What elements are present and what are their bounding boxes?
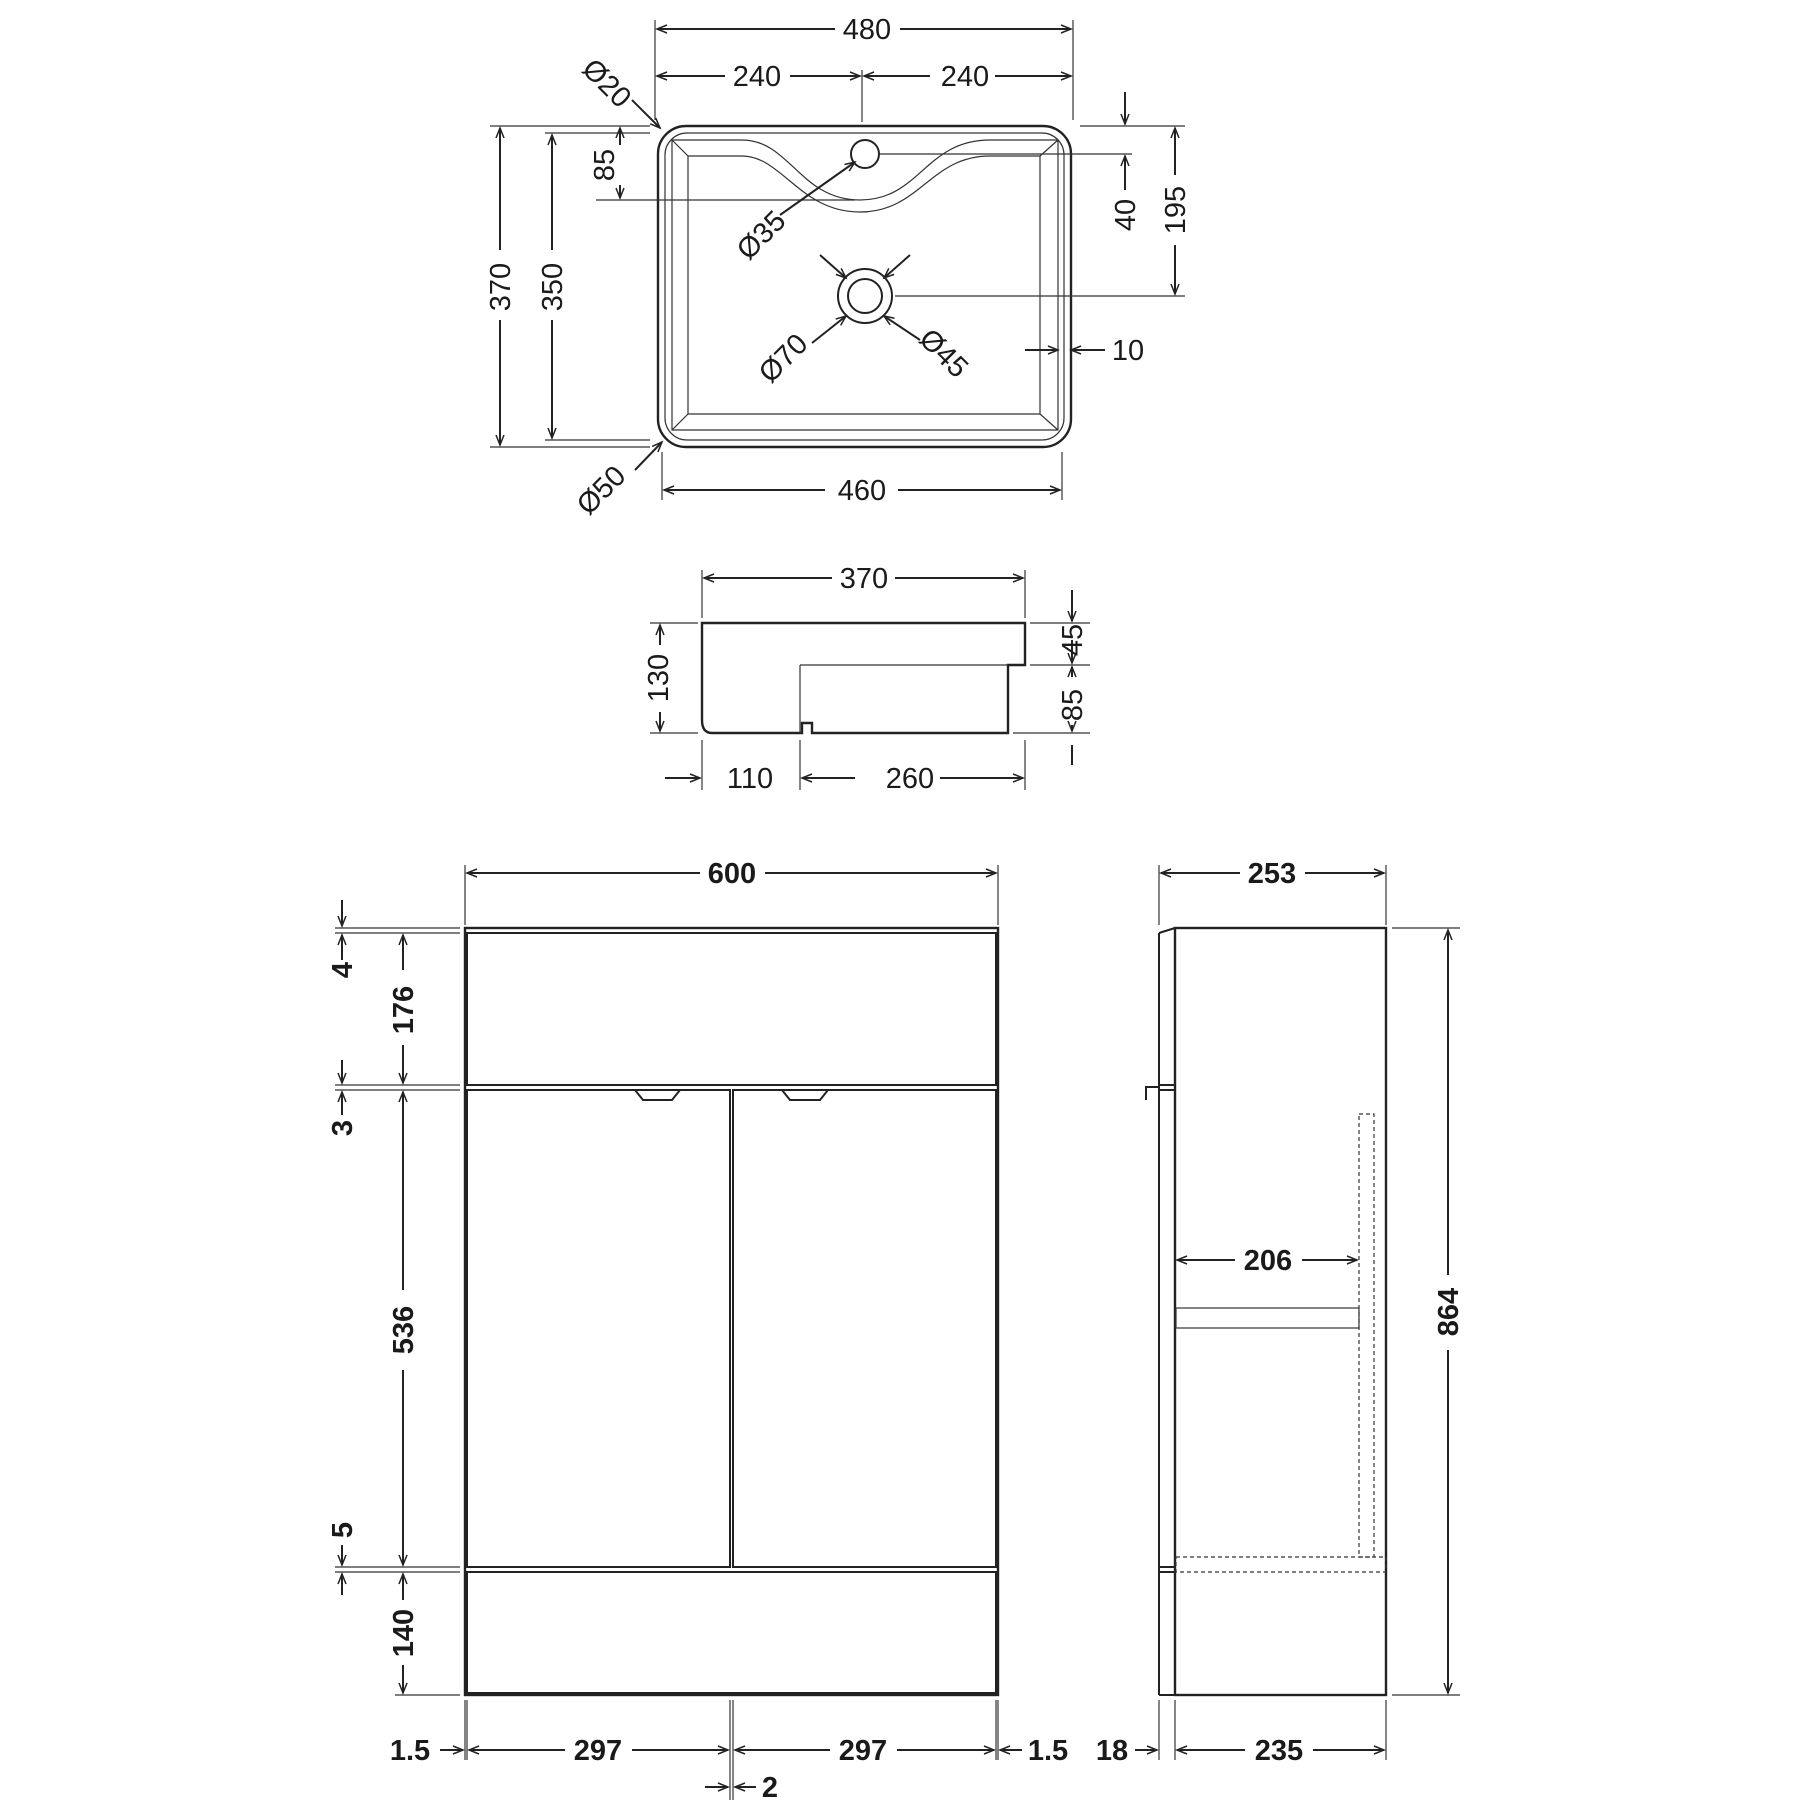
dim-side-bowl-height: 85	[1057, 689, 1089, 721]
tap-hole	[850, 139, 880, 169]
dim-waste-offset: 195	[1160, 186, 1192, 234]
dim-tap-offset: 40	[1110, 199, 1142, 231]
dim-waste-inner: Ø45	[913, 323, 974, 384]
dim-gap-lower: 5	[327, 1522, 359, 1538]
dim-basin-half-left: 240	[733, 61, 781, 93]
basin-bowl-outline	[671, 139, 1059, 431]
side-shelf	[1175, 1307, 1360, 1329]
dim-side-left: 1.5	[390, 1735, 430, 1767]
dim-basin-half-right: 240	[941, 61, 989, 93]
dim-door-right-width: 297	[839, 1735, 887, 1767]
cabinet-plinth	[466, 1571, 997, 1694]
cabinet-top-panel	[466, 932, 997, 1086]
cabinet-front-view: 600 4 176 3 536 5 140 1	[327, 858, 1068, 1800]
dim-side-front: 110	[727, 763, 773, 795]
dim-cabinet-width: 600	[708, 858, 756, 890]
waste-outer	[837, 268, 893, 324]
basin-top-view: 480 240 240 Ø20 370 350 85 Ø35	[485, 14, 1192, 521]
dim-deck-depth: 85	[589, 149, 621, 181]
dim-door-thickness: 18	[1096, 1735, 1128, 1767]
dim-basin-bottom-width: 460	[838, 475, 886, 507]
dim-shelf-depth: 206	[1244, 1245, 1292, 1277]
dim-corner-radius-bottom: Ø50	[571, 460, 632, 521]
basin-outer-outline	[656, 124, 1073, 449]
dim-basin-width: 480	[843, 14, 891, 46]
door-handle-left	[632, 1089, 683, 1101]
side-back-panel	[1358, 1113, 1375, 1558]
side-bottom-shelf	[1175, 1556, 1387, 1573]
dim-side-back: 260	[886, 763, 934, 795]
basin-bowl-inner	[687, 155, 1041, 415]
dim-top-panel: 176	[388, 986, 420, 1034]
dim-side-depth-total: 253	[1248, 858, 1296, 890]
basin-side-view: 370 130 45 85 110 260	[643, 563, 1090, 795]
dim-center-gap: 2	[762, 1772, 778, 1800]
cabinet-door-right	[732, 1089, 997, 1568]
cabinet-side-view: 253 206 864 18 235	[1096, 858, 1465, 1767]
dim-side-height: 130	[643, 654, 675, 702]
dim-top-gap: 4	[327, 962, 359, 978]
dim-tap-hole: Ø35	[731, 205, 792, 266]
dim-door-height: 536	[388, 1306, 420, 1354]
dim-gap-upper: 3	[327, 1120, 359, 1136]
dim-waste-outer: Ø70	[753, 328, 814, 389]
dim-side-rim-height: 45	[1057, 624, 1089, 656]
dim-corner-radius-top: Ø20	[576, 53, 637, 114]
dim-rim: 10	[1112, 335, 1144, 367]
door-handle-right	[779, 1089, 831, 1101]
waste-inner	[847, 278, 883, 314]
side-handle	[1145, 1086, 1159, 1100]
dim-side-depth: 370	[840, 563, 888, 595]
dim-basin-depth: 370	[485, 263, 517, 311]
cabinet-door-left	[466, 1089, 731, 1568]
dim-basin-inner-depth: 350	[537, 263, 569, 311]
dim-plinth: 140	[388, 1609, 420, 1657]
basin-side-outline	[700, 621, 1027, 735]
basin-outer-outline-inner	[664, 132, 1065, 441]
dim-side-right: 1.5	[1028, 1735, 1068, 1767]
dim-door-left-width: 297	[574, 1735, 622, 1767]
side-carcass	[1173, 926, 1388, 1697]
cabinet-carcass	[463, 926, 1000, 1697]
dim-side-height-total: 864	[1433, 1288, 1465, 1336]
dim-carcass-depth: 235	[1255, 1735, 1303, 1767]
